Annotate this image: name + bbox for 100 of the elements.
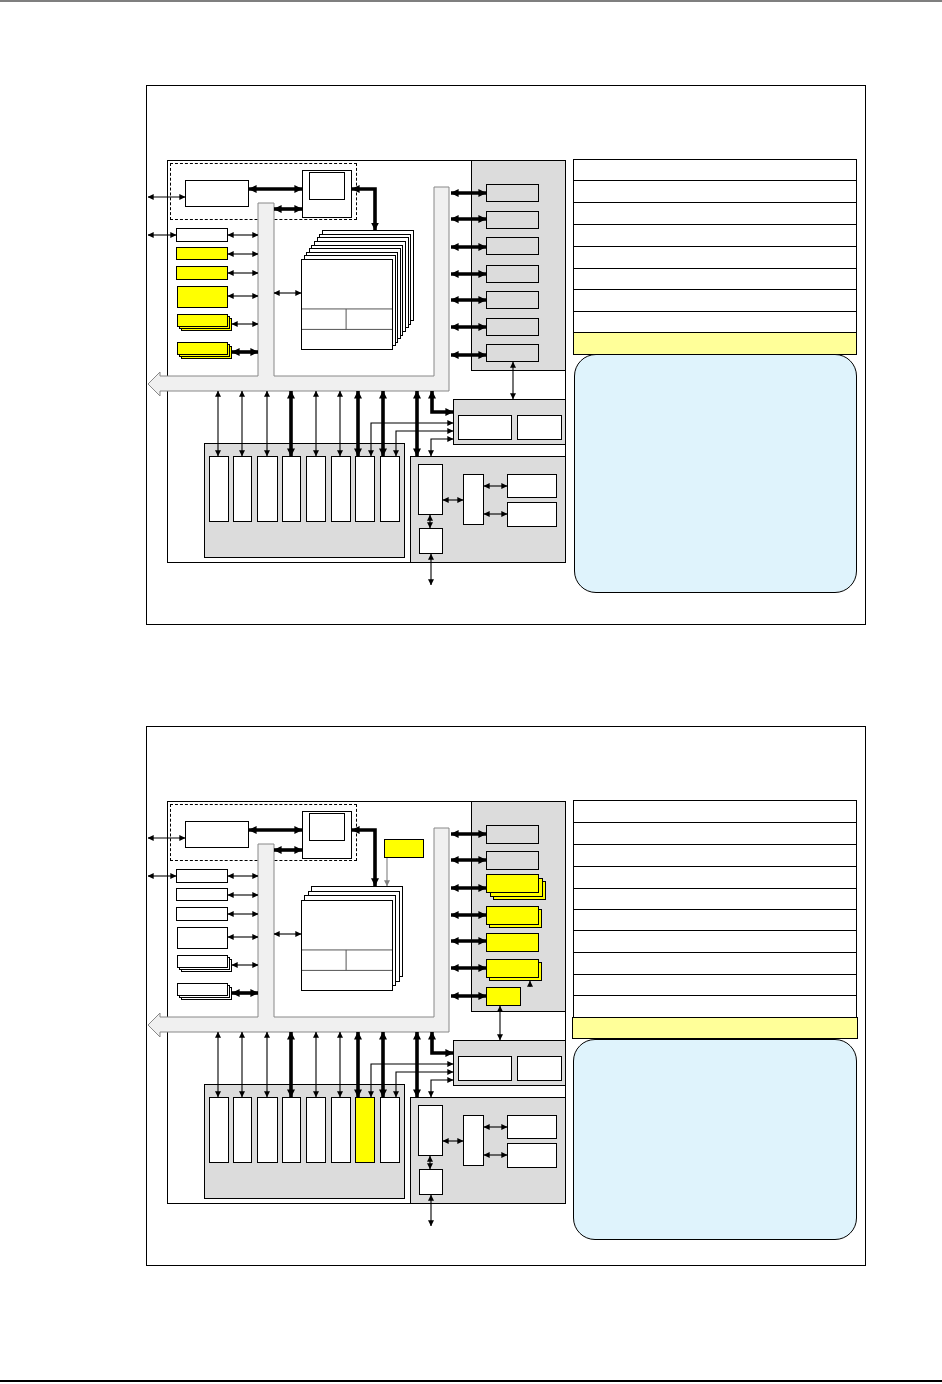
arrow: [527, 980, 533, 988]
block: [209, 1097, 229, 1163]
double-arrow: [337, 1031, 343, 1098]
dashed-group: [170, 804, 357, 861]
double-arrow: [483, 1152, 508, 1158]
double-arrow: [450, 323, 487, 331]
double-arrow: [147, 835, 186, 841]
inner-block: [309, 172, 345, 200]
double-arrow: [413, 390, 421, 457]
block: [486, 265, 539, 283]
block: [486, 291, 539, 309]
bus-arrow: [148, 187, 449, 396]
table-row: [573, 180, 857, 203]
double-arrow: [450, 243, 487, 251]
double-arrow: [273, 931, 302, 937]
block: [176, 228, 228, 242]
stacked-block: [177, 955, 232, 972]
table-row: [573, 821, 857, 845]
double-arrow: [442, 497, 464, 503]
block: [463, 1115, 484, 1166]
block: [209, 456, 229, 522]
block: [517, 1056, 562, 1081]
table-row: [573, 909, 857, 931]
inner-block: [309, 813, 345, 841]
double-arrow: [379, 390, 387, 457]
block: [331, 1097, 351, 1163]
block: [380, 1097, 400, 1163]
table-row: [573, 974, 857, 996]
double-arrow: [483, 511, 508, 517]
double-arrow: [287, 1031, 295, 1098]
block: [331, 456, 351, 522]
double-arrow: [227, 892, 259, 898]
double-arrow: [227, 934, 259, 940]
double-arrow: [248, 185, 303, 193]
block: [233, 456, 252, 522]
double-arrow: [450, 964, 487, 972]
panel-frame: [146, 726, 866, 1266]
double-arrow: [287, 390, 295, 457]
table-row: [573, 268, 857, 290]
block: [177, 286, 228, 308]
block: [486, 184, 539, 202]
block: [418, 464, 443, 515]
table-row: [573, 865, 857, 889]
double-arrow: [450, 937, 487, 945]
double-arrow: [264, 390, 270, 457]
double-arrow: [227, 911, 259, 917]
block: [176, 869, 228, 883]
double-arrow: [450, 856, 487, 864]
double-arrow: [428, 553, 434, 586]
double-arrow: [351, 185, 379, 231]
double-arrow: [227, 873, 259, 879]
double-arrow: [231, 321, 259, 327]
block: [418, 1105, 443, 1156]
block: [458, 1056, 512, 1081]
double-arrow: [427, 1155, 433, 1170]
block: [176, 888, 228, 901]
block: [486, 987, 521, 1006]
double-arrow: [428, 1194, 434, 1227]
block: [507, 474, 557, 498]
block: [176, 907, 228, 921]
double-arrow: [413, 1031, 421, 1098]
double-arrow: [337, 390, 343, 457]
stacked-block: [486, 906, 542, 928]
double-arrow: [427, 514, 433, 529]
double-arrow: [273, 205, 303, 213]
table-row: [573, 995, 857, 1018]
block: [257, 456, 278, 522]
bus-arrow: [148, 828, 449, 1037]
double-arrow: [313, 390, 319, 457]
double-arrow: [368, 420, 454, 457]
chip-outline: [167, 801, 566, 1204]
block: [419, 528, 443, 554]
block: [486, 933, 539, 952]
table-row: [573, 289, 857, 312]
block: [176, 247, 228, 260]
double-arrow: [450, 351, 487, 359]
block: [177, 927, 228, 949]
double-arrow: [231, 962, 259, 968]
double-arrow: [510, 361, 516, 400]
table-row: [573, 799, 857, 823]
block: [380, 456, 400, 522]
double-arrow: [147, 232, 177, 238]
double-arrow: [354, 390, 362, 457]
block: [185, 821, 249, 848]
block: [302, 170, 352, 218]
shaded-panel: [453, 399, 566, 445]
double-arrow: [354, 1031, 362, 1098]
table-row: [573, 887, 857, 910]
block: [486, 825, 539, 844]
double-arrow: [215, 390, 221, 457]
block: [384, 839, 424, 858]
double-arrow: [231, 348, 259, 356]
stacked-block: [177, 314, 232, 331]
block: [463, 474, 484, 525]
block: [517, 415, 562, 440]
double-arrow: [428, 436, 454, 457]
double-arrow: [393, 1069, 454, 1098]
double-arrow: [273, 846, 303, 854]
double-arrow: [450, 296, 487, 304]
double-arrow: [239, 1031, 245, 1098]
